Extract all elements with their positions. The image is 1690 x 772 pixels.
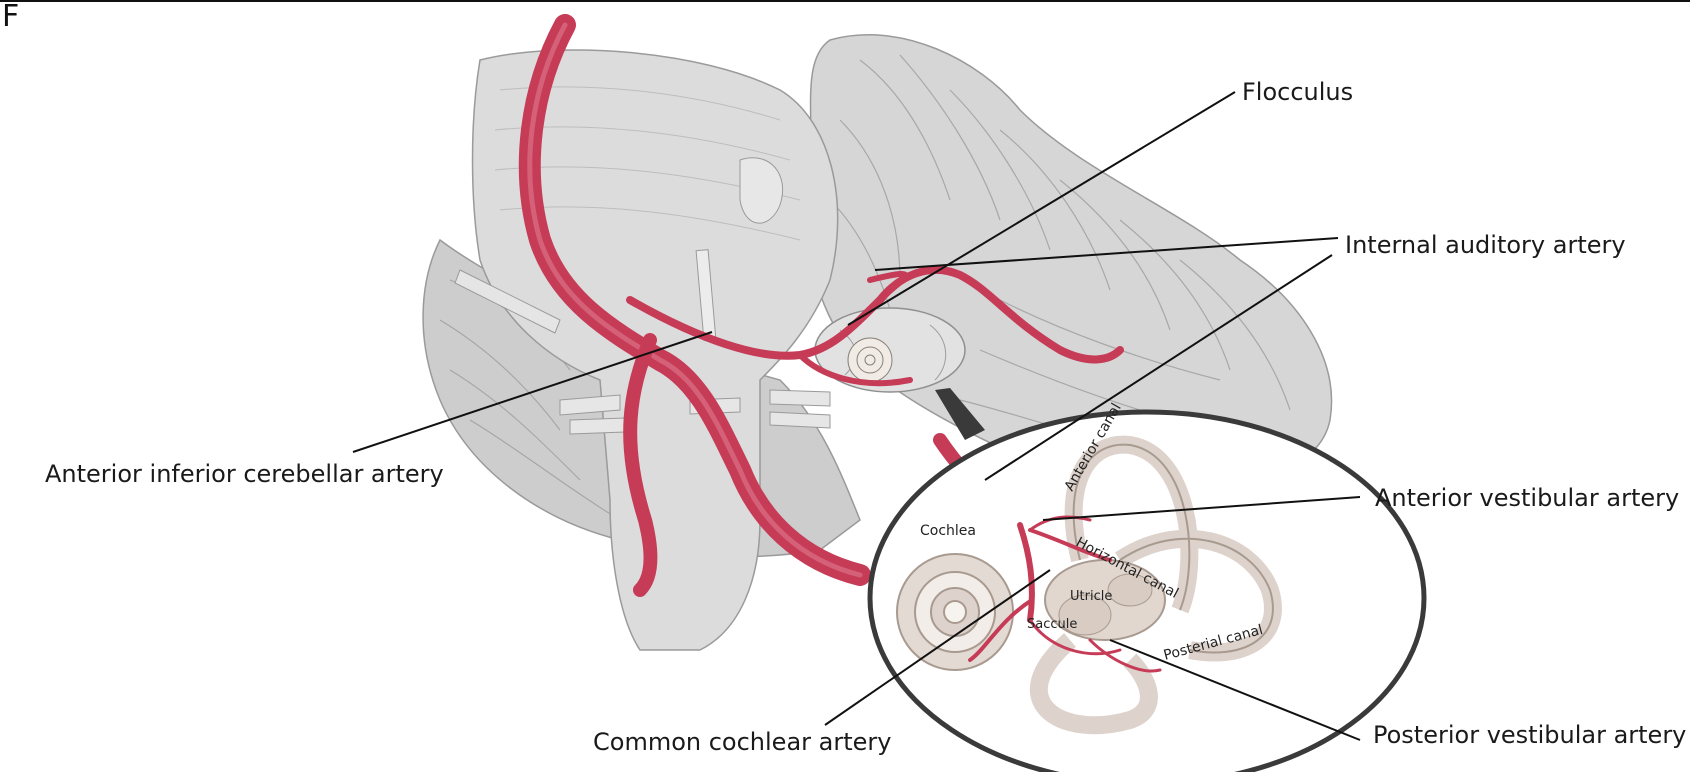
label-anterior-vestibular-artery: Anterior vestibular artery bbox=[1375, 484, 1680, 512]
label-flocculus: Flocculus bbox=[1242, 78, 1354, 106]
cochlea bbox=[896, 553, 1014, 671]
top-border bbox=[0, 0, 1690, 2]
label-cochlea: Cochlea bbox=[920, 523, 976, 539]
label-anterior-inferior-cerebellar-artery: Anterior inferior cerebellar artery bbox=[45, 460, 444, 488]
label-utricle: Utricle bbox=[1070, 589, 1112, 604]
label-saccule: Saccule bbox=[1027, 617, 1077, 632]
label-common-cochlear-artery: Common cochlear artery bbox=[593, 728, 892, 756]
panel-letter: F bbox=[2, 0, 20, 34]
leader-lines bbox=[352, 91, 1361, 741]
label-posterior-vestibular-artery: Posterior vestibular artery bbox=[1373, 721, 1687, 749]
label-internal-auditory-artery: Internal auditory artery bbox=[1345, 231, 1626, 259]
inset-pointer bbox=[935, 388, 985, 440]
inset-arteries bbox=[968, 515, 1162, 673]
